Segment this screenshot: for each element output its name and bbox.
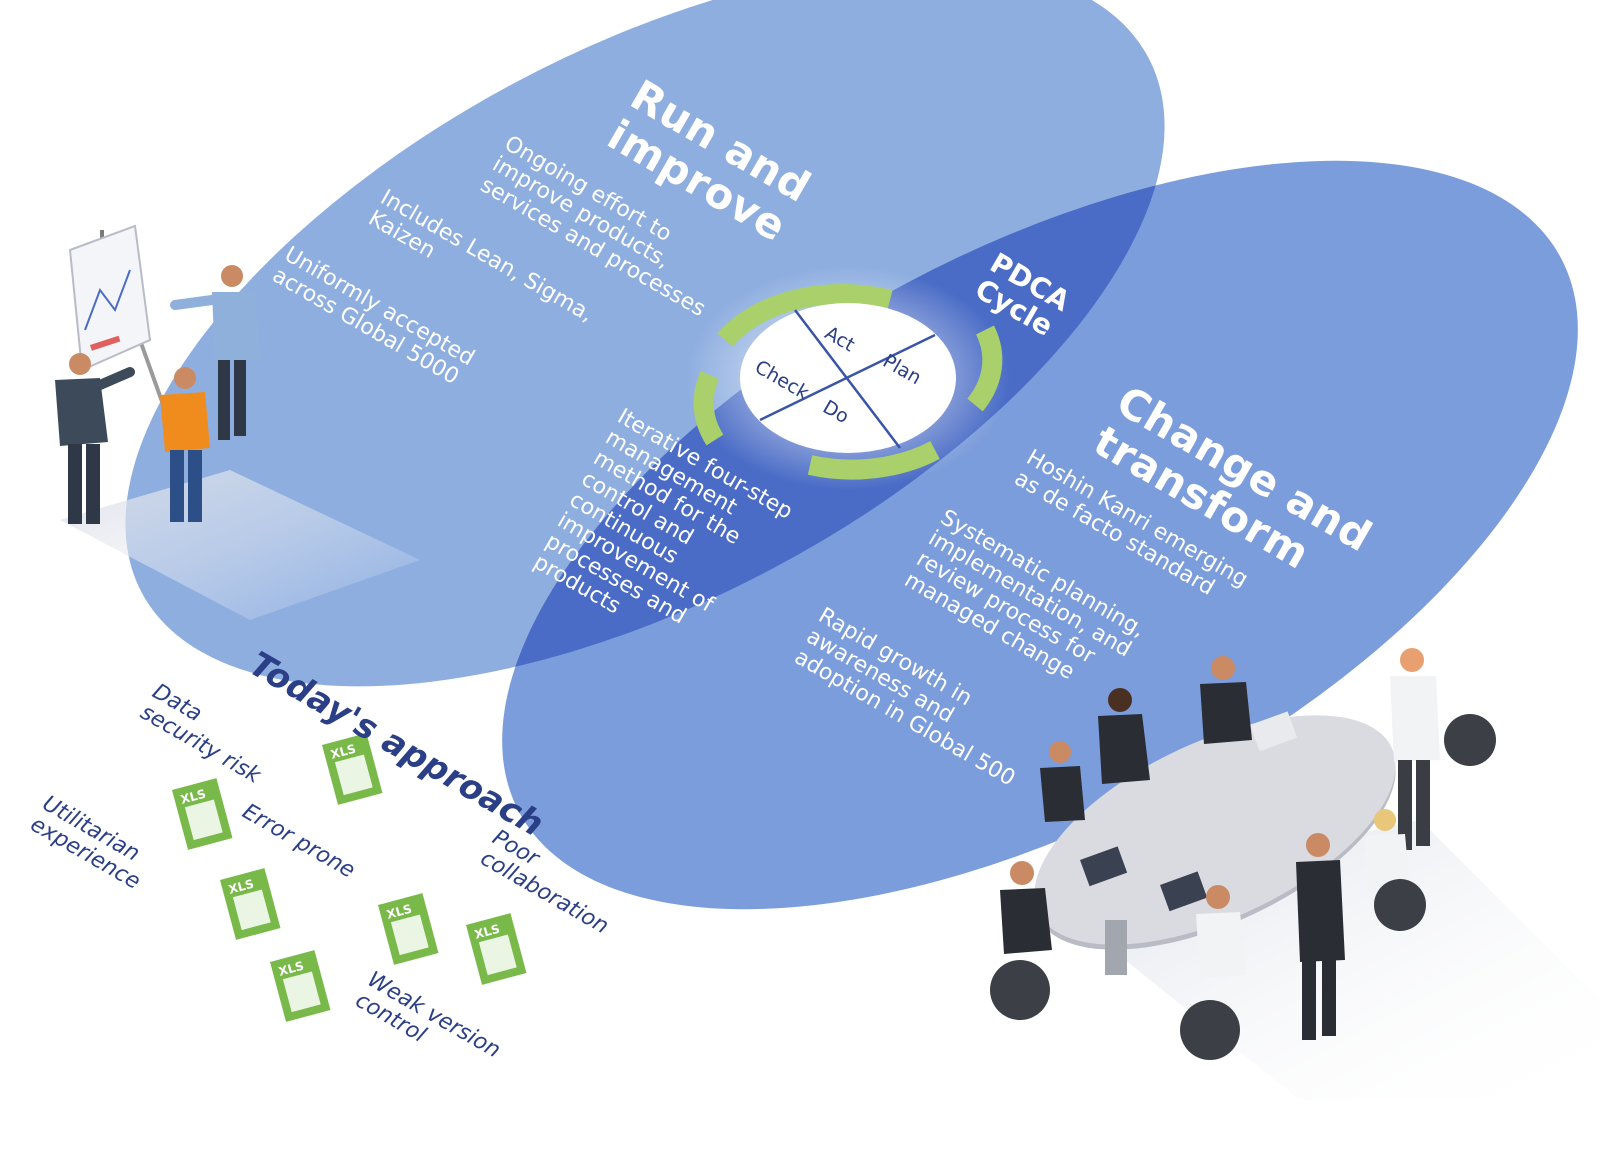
svg-text:XLS: XLS <box>227 877 255 897</box>
svg-text:XLS: XLS <box>179 787 207 807</box>
svg-text:XLS: XLS <box>385 902 413 922</box>
change-transform-ellipse <box>502 160 1578 910</box>
pdca-arc-left <box>693 370 724 446</box>
svg-text:XLS: XLS <box>473 922 501 942</box>
flipchart-board <box>68 224 152 372</box>
pdca-arc-top <box>717 283 893 347</box>
attendee-head <box>1211 656 1235 680</box>
attendee-head <box>1306 833 1330 857</box>
presenter-right-head <box>221 265 243 287</box>
xls-file-icons: XLS XLS XLS XLS XLS XLS <box>172 733 527 1022</box>
pdca-arc-bottom <box>807 441 940 480</box>
attendee-head <box>1374 809 1396 831</box>
xls-file-icon: XLS <box>172 778 233 850</box>
meeting-illustration <box>990 648 1496 1060</box>
presenter-left-head <box>69 353 91 375</box>
presenter-orange-head <box>174 367 196 389</box>
run-improve-ellipse <box>125 0 1165 687</box>
attendee-head <box>1108 688 1132 712</box>
attendee-head <box>1010 861 1034 885</box>
xls-file-icon: XLS <box>322 733 383 805</box>
attendee-head <box>1206 885 1230 909</box>
pdca-wheel <box>686 266 1010 490</box>
presenters-shadow <box>60 470 420 620</box>
attendee-head <box>1049 741 1071 763</box>
xls-file-icon: XLS <box>466 913 527 985</box>
pdca-arc-right <box>967 325 1003 412</box>
attendee-head <box>1400 648 1424 672</box>
xls-file-icon: XLS <box>378 893 439 965</box>
presentation-illustration <box>55 224 260 524</box>
xls-file-icon: XLS <box>220 868 281 940</box>
svg-text:XLS: XLS <box>277 959 305 979</box>
svg-text:XLS: XLS <box>329 742 357 762</box>
xls-file-icon: XLS <box>270 950 331 1022</box>
